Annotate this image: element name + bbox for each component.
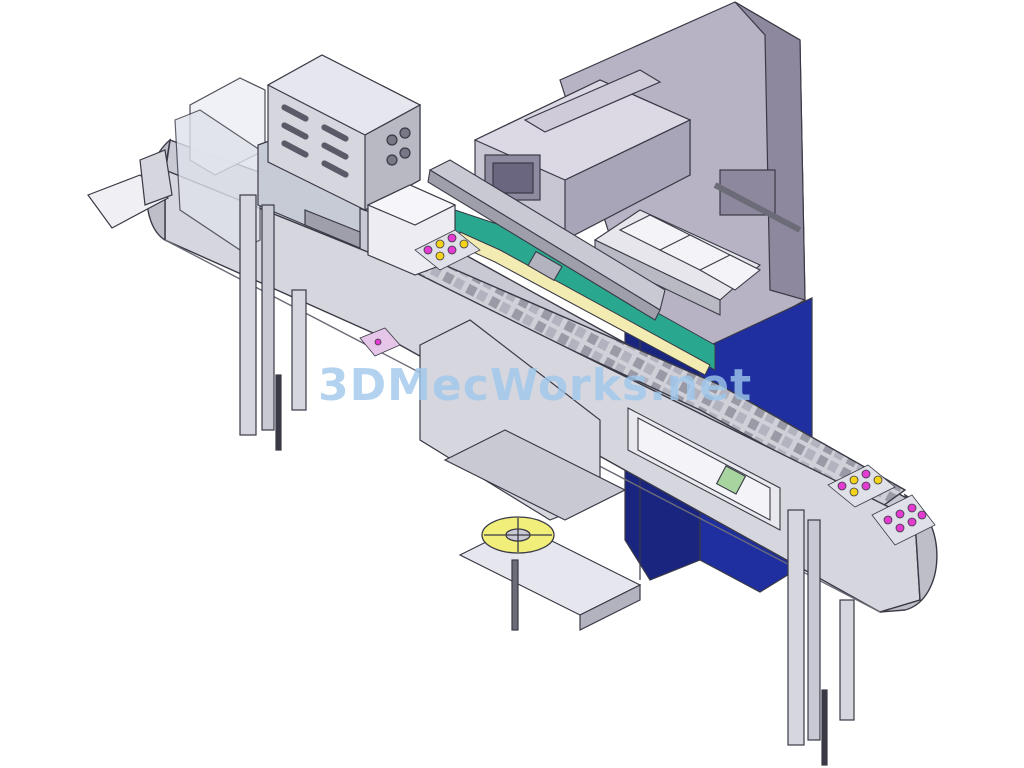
handwheel xyxy=(481,516,555,554)
sensor-block xyxy=(359,327,401,357)
control-box xyxy=(266,54,422,212)
print-head xyxy=(473,69,692,241)
support-legs xyxy=(239,194,855,766)
product-tray-input xyxy=(414,229,481,271)
watermark-text: 3DMecWorks.net xyxy=(318,360,752,411)
discharge-chute xyxy=(87,149,173,229)
slide-rail xyxy=(427,159,666,321)
front-panel-window xyxy=(627,407,781,531)
ink-trays xyxy=(593,209,762,316)
product-tray-output xyxy=(827,464,936,546)
